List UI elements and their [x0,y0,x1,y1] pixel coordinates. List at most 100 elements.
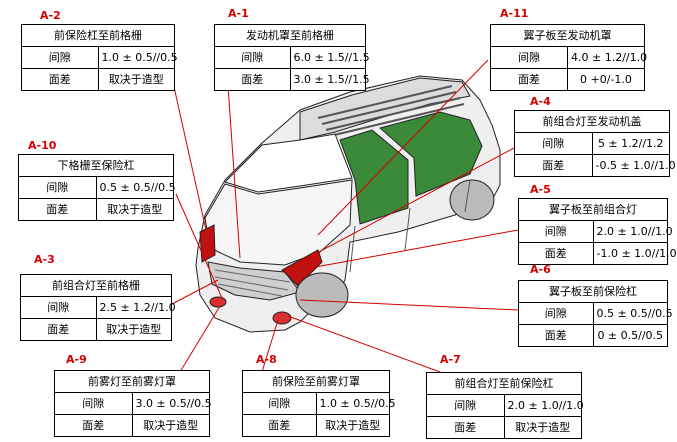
label-a5: A-5 [530,183,551,196]
spec-title: 前保险杠至前格栅 [21,24,175,47]
leader-a9 [179,305,221,373]
gap-label: 间隙 [18,176,97,199]
front-wheel [295,272,349,318]
flush-value: 取决于造型 [95,198,174,221]
spec-title: 翼子板至前保险杠 [518,280,668,303]
spec-title: 下格栅至保险杠 [18,154,174,177]
leader-a4 [299,147,515,263]
gap-value: 0.5 ± 0.5//0.5 [95,176,176,199]
fog-lamp-left [209,296,227,308]
flush-label: 面差 [18,198,97,221]
flush-value: 取决于造型 [503,416,582,439]
front-grille [207,261,301,301]
gap-value: 2.0 ± 1.0//1.0 [592,220,673,243]
flush-label: 面差 [54,414,133,437]
spec-title: 翼子板至前组合灯 [518,198,668,221]
rear-wheel [449,179,495,221]
leader-a5 [309,229,519,269]
label-a4: A-4 [530,95,551,108]
flush-label: 面差 [426,416,505,439]
leader-a8 [261,319,279,373]
flush-label: 面差 [21,68,99,91]
flush-label: 面差 [242,414,317,437]
leader-a3 [171,279,219,305]
flush-value: -1.0 ± 1.0//1.0 [592,242,677,265]
flush-value: 取决于造型 [97,68,175,91]
gap-value: 4.0 ± 1.2//1.0 [567,46,647,69]
label-a8: A-8 [256,353,277,366]
gap-value: 6.0 ± 1.5//1.5 [289,46,370,69]
gap-value: 2.5 ± 1.2//1.0 [95,296,176,319]
flush-label: 面差 [514,154,593,177]
gap-value: 0.5 ± 0.5//0.5 [592,302,673,325]
gap-label: 间隙 [514,132,593,155]
flush-label: 面差 [20,318,97,341]
spec-title: 翼子板至发动机罩 [490,24,645,47]
label-a6: A-6 [530,263,551,276]
flush-value: 取决于造型 [315,414,390,437]
gap-value: 3.0 ± 0.5//0.5 [131,392,212,415]
gap-label: 间隙 [518,302,594,325]
leader-a10 [175,193,223,299]
label-a3: A-3 [34,253,55,266]
leader-a2 [171,77,207,231]
gap-value: 1.0 ± 0.5//0.5 [97,46,178,69]
gap-label: 间隙 [214,46,291,69]
headlamp-left [199,224,216,263]
flush-label: 面差 [518,324,594,347]
gap-label: 间隙 [20,296,97,319]
hood [204,179,353,266]
grille-lines [214,269,291,297]
leader-a11 [317,59,489,236]
flush-value: 取决于造型 [131,414,210,437]
label-a7: A-7 [440,353,461,366]
flush-value: -0.5 ± 1.0//1.0 [591,154,676,177]
windshield [224,133,353,193]
label-a9: A-9 [66,353,87,366]
flush-label: 面差 [490,68,568,91]
spec-title: 前组合灯至前格栅 [20,274,172,297]
gap-label: 间隙 [426,394,505,417]
spec-title: 前组合灯至发动机盖 [514,110,670,133]
gap-value: 2.0 ± 1.0//1.0 [503,394,584,417]
flush-label: 面差 [518,242,594,265]
flush-value: 3.0 ± 1.5//1.5 [289,68,370,91]
headlamp-right [281,249,323,287]
fog-lamp-right [272,311,292,325]
gap-label: 间隙 [490,46,568,69]
gap-label: 间隙 [518,220,594,243]
gap-label: 间隙 [242,392,317,415]
flush-label: 面差 [214,68,291,91]
spec-title: 前保险至前雾灯罩 [242,370,390,393]
flush-value: 取决于造型 [95,318,172,341]
gap-value: 1.0 ± 0.5//0.5 [315,392,396,415]
label-a11: A-11 [500,7,529,20]
gap-label: 间隙 [21,46,99,69]
leader-lines [171,59,519,373]
label-a1: A-1 [228,7,249,20]
label-a2: A-2 [40,9,61,22]
gap-value: 5 ± 1.2//1.2 [591,132,670,155]
spec-title: 发动机罩至前格栅 [214,24,366,47]
gap-label: 间隙 [54,392,133,415]
leader-a6 [299,299,519,311]
flush-value: 0 +0/-1.0 [567,68,645,91]
flush-value: 0 ± 0.5//0.5 [592,324,668,347]
leader-a1 [227,85,241,259]
side-window-rear [378,111,483,197]
spec-title: 前雾灯至前雾灯罩 [54,370,210,393]
spec-title: 前组合灯至前保险杠 [426,372,582,395]
leader-a7 [287,315,441,373]
